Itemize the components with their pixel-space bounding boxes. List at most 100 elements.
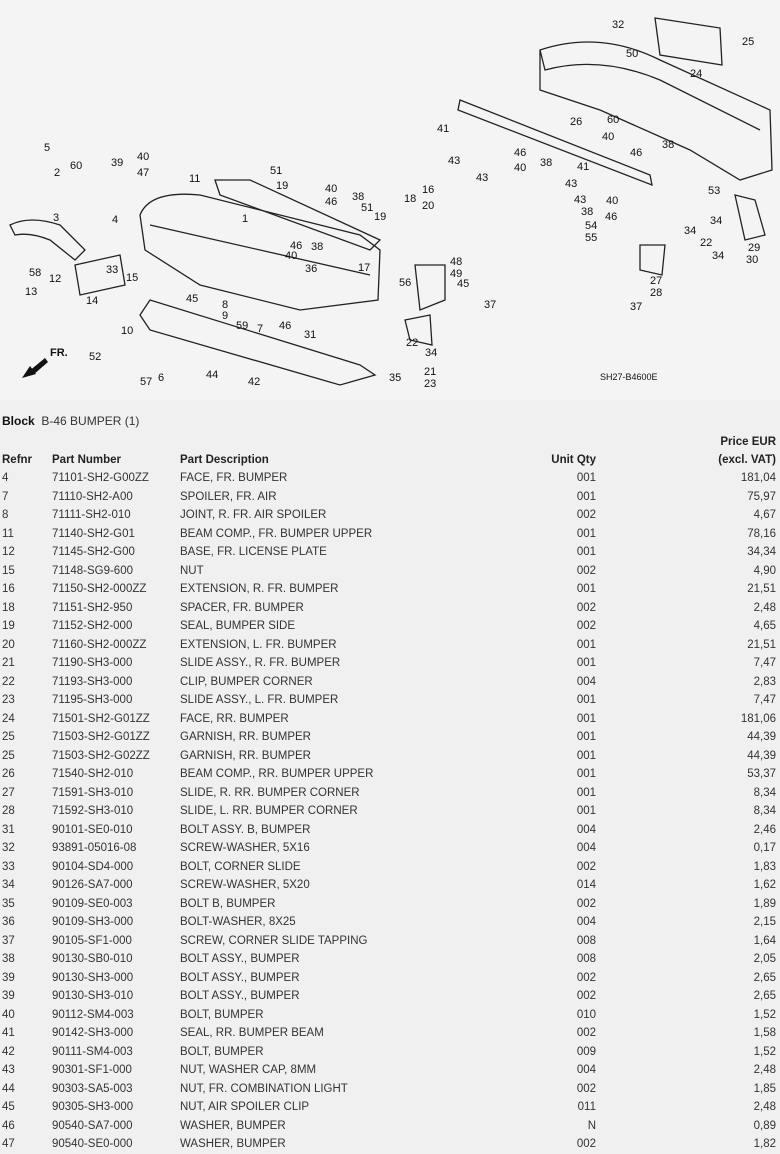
cell-unit-qty: 002 xyxy=(576,971,596,984)
callout-24: 24 xyxy=(690,68,702,80)
cell-part-number: 90303-SA5-003 xyxy=(52,1082,133,1095)
callout-15: 15 xyxy=(126,272,138,284)
cell-description: GARNISH, RR. BUMPER xyxy=(180,749,311,762)
cell-refnr: 43 xyxy=(2,1064,15,1077)
callout-7: 7 xyxy=(257,323,263,335)
cell-description: BOLT, BUMPER xyxy=(180,1045,264,1058)
cell-price: 53,37 xyxy=(747,768,776,781)
callout-38: 38 xyxy=(662,139,674,151)
cell-description: CLIP, BUMPER CORNER xyxy=(180,675,313,688)
cell-price: 1,85 xyxy=(753,1082,776,1095)
cell-refnr: 11 xyxy=(2,527,14,540)
callout-45: 45 xyxy=(186,293,198,305)
callout-56: 56 xyxy=(399,277,411,289)
cell-refnr: 4 xyxy=(2,472,9,485)
cell-refnr: 8 xyxy=(2,509,9,522)
front-spoiler xyxy=(139,299,377,386)
cell-price: 21,51 xyxy=(747,638,776,651)
callout-1: 1 xyxy=(242,213,248,225)
callout-50: 50 xyxy=(626,48,638,60)
callout-6: 6 xyxy=(158,372,164,384)
cell-price: 1,62 xyxy=(753,879,776,892)
cell-description: BOLT ASSY., BUMPER xyxy=(180,971,300,984)
parts-diagram: FR. SH27-B4600E 322550246040463826414346… xyxy=(0,0,780,400)
cell-part-number: 71101-SH2-G00ZZ xyxy=(52,472,149,485)
callout-60: 60 xyxy=(70,160,82,172)
cell-part-number: 90101-SE0-010 xyxy=(52,823,133,836)
cell-part-number: 90111-SM4-003 xyxy=(52,1045,133,1058)
cell-unit-qty: 001 xyxy=(576,583,596,596)
callout-33: 33 xyxy=(106,264,118,276)
cell-part-number: 90130-SB0-010 xyxy=(52,953,133,966)
cell-refnr: 34 xyxy=(2,879,15,892)
cell-refnr: 36 xyxy=(2,916,15,929)
callout-43: 43 xyxy=(448,155,460,167)
cell-price: 44,39 xyxy=(747,749,776,762)
cell-unit-qty: 002 xyxy=(576,1027,596,1040)
cell-unit-qty: 002 xyxy=(576,990,596,1003)
cell-description: SLIDE ASSY., R. FR. BUMPER xyxy=(180,657,341,670)
cell-description: BOLT ASSY., BUMPER xyxy=(180,990,300,1003)
corner-slide xyxy=(404,244,666,346)
cell-description: SLIDE ASSY., L. FR. BUMPER xyxy=(180,694,339,707)
callout-4: 4 xyxy=(112,214,118,226)
cell-description: SPACER, FR. BUMPER xyxy=(180,601,304,614)
callout-46: 46 xyxy=(605,211,617,223)
callout-38: 38 xyxy=(540,157,552,169)
cell-part-number: 90109-SE0-003 xyxy=(52,897,133,910)
cell-unit-qty: 010 xyxy=(576,1008,596,1021)
cell-unit-qty: 008 xyxy=(576,953,596,966)
cell-description: BEAM COMP., FR. BUMPER UPPER xyxy=(180,527,373,540)
cell-part-number: 71592-SH3-010 xyxy=(52,805,134,818)
callout-40: 40 xyxy=(137,151,149,163)
cell-refnr: 26 xyxy=(2,768,15,781)
header-description: Part Description xyxy=(180,454,269,466)
cell-unit-qty: 002 xyxy=(576,620,596,633)
cell-refnr: 27 xyxy=(2,786,15,799)
cell-part-number: 90540-SE0-000 xyxy=(52,1138,133,1151)
callout-51: 51 xyxy=(270,165,282,177)
callout-30: 30 xyxy=(746,254,758,266)
block-name: B-46 BUMPER (1) xyxy=(41,414,140,428)
callout-52: 52 xyxy=(89,351,101,363)
cell-refnr: 32 xyxy=(2,842,15,855)
